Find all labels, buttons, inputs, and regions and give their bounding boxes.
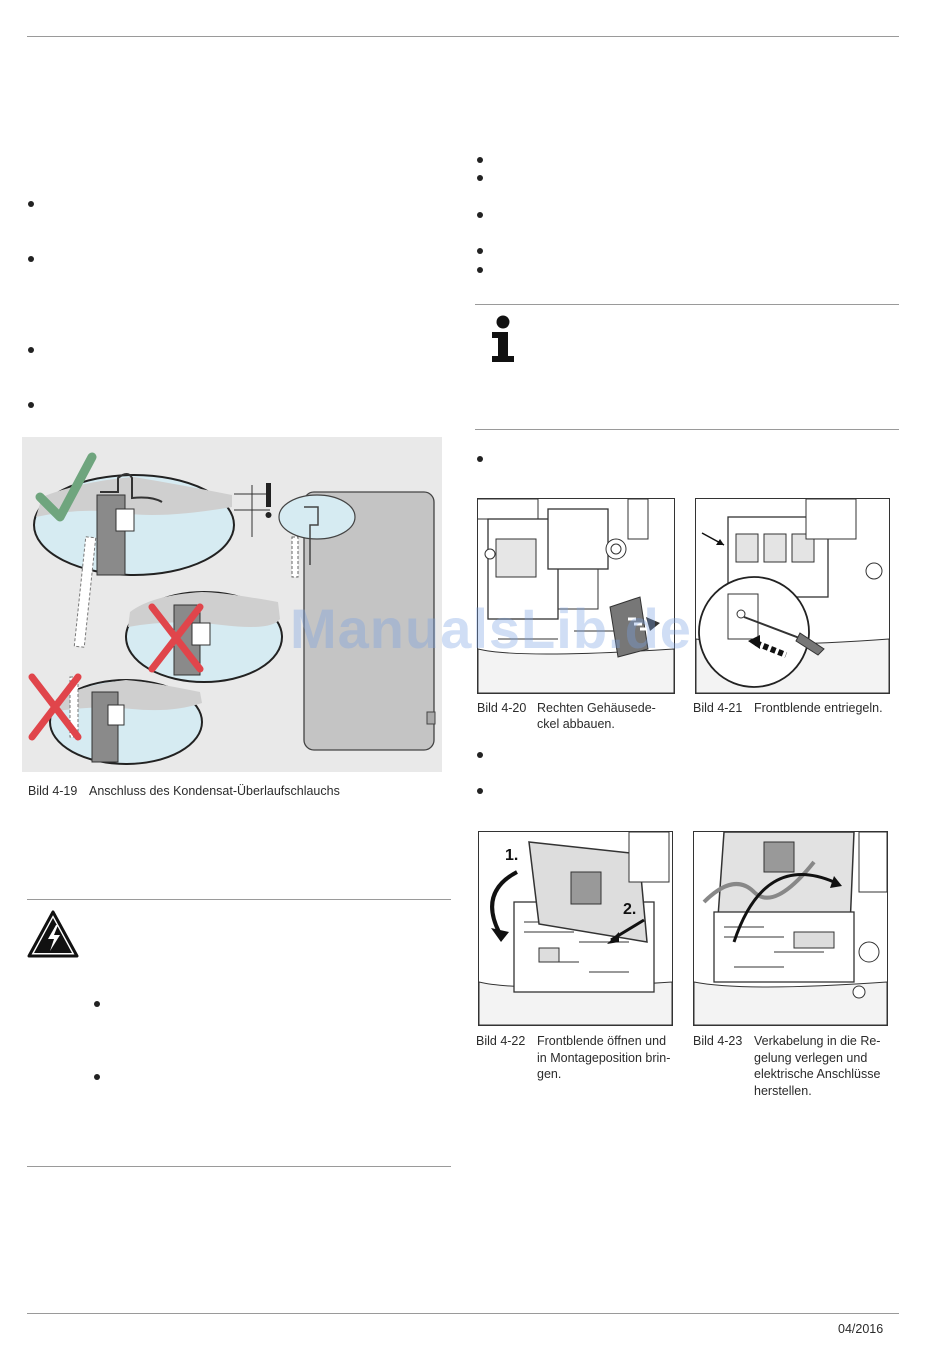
bullet-right-6 bbox=[477, 456, 483, 462]
figure-4-22: 1. 2. bbox=[478, 831, 673, 1026]
warning-top-rule bbox=[27, 899, 451, 900]
bullet-left-1 bbox=[28, 201, 34, 207]
figure-4-23-caption-line4: herstellen. bbox=[754, 1084, 812, 1098]
unlock-front-panel-illustration bbox=[696, 499, 889, 693]
figure-4-22-caption-line3: gen. bbox=[537, 1067, 562, 1081]
bullet-warning-1 bbox=[94, 1001, 100, 1007]
bullet-right-2 bbox=[477, 175, 483, 181]
figure-4-23-caption-line2: gelung verlegen und bbox=[754, 1051, 868, 1065]
open-front-panel-illustration: 1. 2. bbox=[479, 832, 672, 1025]
figure-4-19-caption: Anschluss des Kondensat-Überlaufschlauch… bbox=[89, 784, 340, 798]
figure-4-20-number: Bild 4-20 bbox=[477, 701, 527, 715]
watermark: ManualsLib.de bbox=[290, 597, 692, 660]
remove-right-cover-illustration bbox=[478, 499, 674, 693]
figure-4-21-number: Bild 4-21 bbox=[693, 701, 743, 715]
figure-4-22-step-2: 2. bbox=[623, 901, 636, 918]
bullet-right-3 bbox=[477, 212, 483, 218]
bullet-left-4 bbox=[28, 402, 34, 408]
figure-4-23-caption-line1: Verkabelung in die Re- bbox=[754, 1034, 881, 1048]
header-rule bbox=[27, 36, 899, 37]
figure-4-21 bbox=[695, 498, 890, 694]
figure-4-23-number: Bild 4-23 bbox=[693, 1034, 743, 1048]
bullet-warning-2 bbox=[94, 1074, 100, 1080]
bullet-right-8 bbox=[477, 788, 483, 794]
figure-4-20-caption-line1: Rechten Gehäusede- bbox=[537, 701, 656, 715]
wiring-illustration bbox=[694, 832, 887, 1025]
figure-4-22-caption-line1: Frontblende öffnen und bbox=[537, 1034, 667, 1048]
bullet-right-5 bbox=[477, 267, 483, 273]
info-top-rule bbox=[475, 304, 899, 305]
figure-4-23-caption-line3: elektrische Anschlüsse bbox=[754, 1067, 881, 1081]
bullet-right-1 bbox=[477, 157, 483, 163]
figure-4-22-number: Bild 4-22 bbox=[476, 1034, 526, 1048]
bullet-right-4 bbox=[477, 248, 483, 254]
bullet-left-2 bbox=[28, 256, 34, 262]
figure-4-20-caption-line2: ckel abbauen. bbox=[537, 717, 615, 731]
high-voltage-icon bbox=[26, 909, 80, 959]
figure-4-22-step-1: 1. bbox=[505, 847, 518, 864]
figure-4-22-caption-line2: in Montageposition brin- bbox=[537, 1051, 671, 1065]
figure-4-20 bbox=[477, 498, 675, 694]
bullet-right-7 bbox=[477, 752, 483, 758]
figure-4-19 bbox=[22, 437, 442, 772]
figure-4-23 bbox=[693, 831, 888, 1026]
figure-4-19-number: Bild 4-19 bbox=[28, 784, 78, 798]
figure-4-21-caption: Frontblende entriegeln. bbox=[754, 701, 883, 715]
info-icon bbox=[488, 315, 518, 363]
info-bottom-rule bbox=[475, 429, 899, 430]
warning-bottom-rule bbox=[27, 1166, 451, 1167]
condensate-hose-illustration bbox=[28, 452, 436, 765]
footer-date: 04/2016 bbox=[838, 1322, 884, 1336]
bullet-left-3 bbox=[28, 347, 34, 353]
footer-rule bbox=[27, 1313, 899, 1314]
